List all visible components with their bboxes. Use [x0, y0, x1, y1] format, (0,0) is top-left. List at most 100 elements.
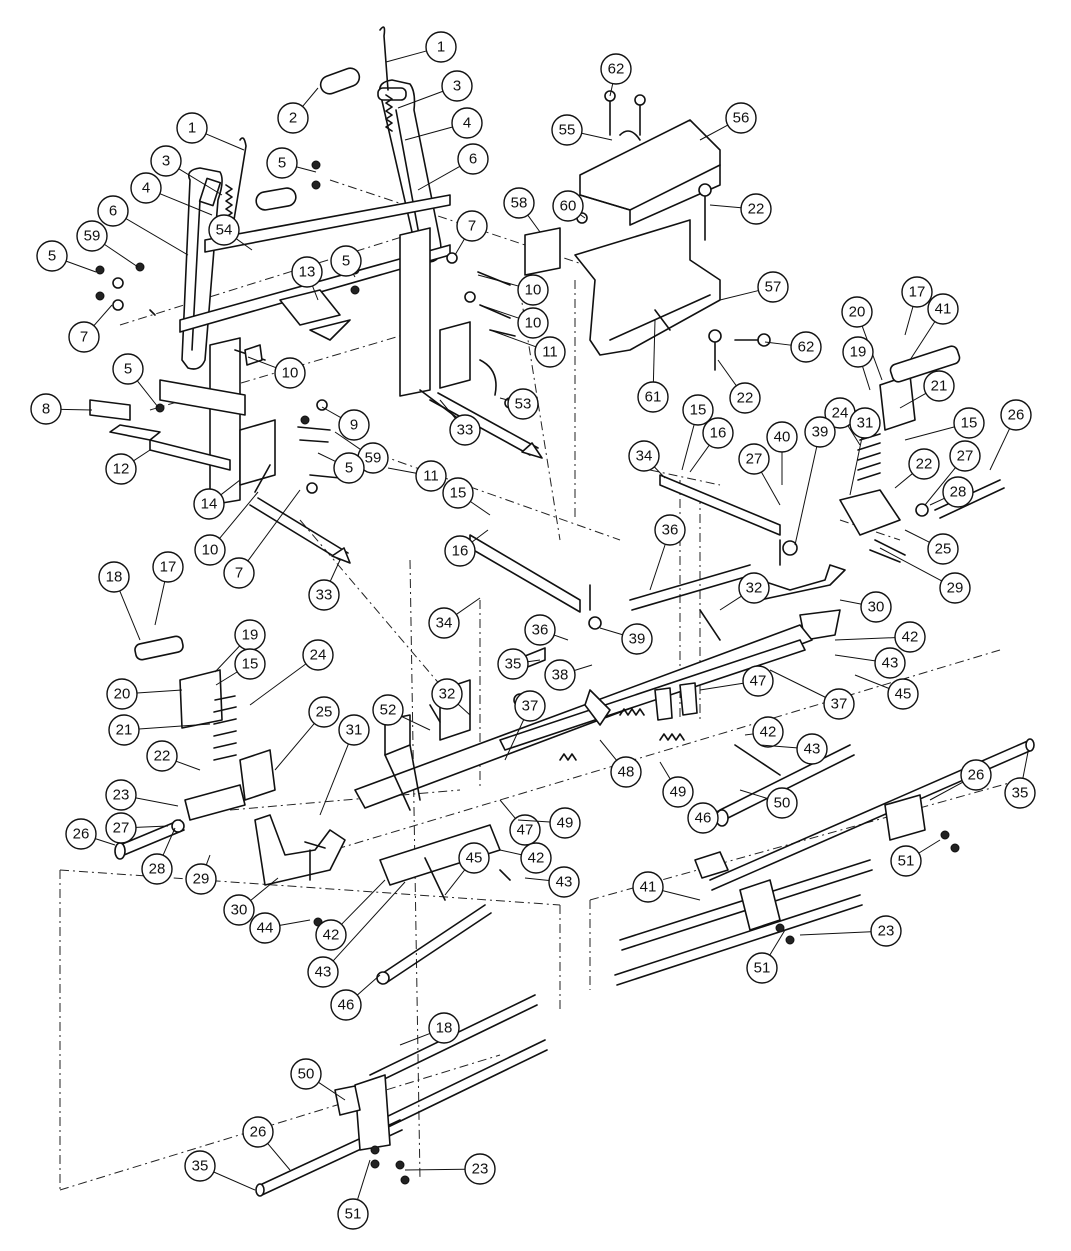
- callout-7: 7: [68, 304, 113, 353]
- callout-circle: [146, 740, 178, 772]
- callout-leader: [125, 218, 189, 256]
- pedal-assembly-right: [839, 345, 1005, 563]
- callout-number: 18: [436, 1020, 453, 1037]
- bracket-47: [584, 682, 698, 726]
- callout-circle: [291, 256, 323, 288]
- callout-55: 55: [551, 114, 613, 146]
- callout-circle: [112, 353, 144, 385]
- callout-34: 34: [428, 597, 481, 639]
- callout-circle: [277, 102, 309, 134]
- callout-number: 20: [849, 304, 866, 321]
- callout-number: 49: [670, 784, 687, 801]
- callout-circle: [65, 818, 97, 850]
- callout-number: 49: [557, 815, 574, 832]
- callout-circle: [184, 1150, 216, 1182]
- callout-42: 42: [744, 716, 784, 748]
- main-crossbar: [354, 624, 813, 886]
- callout-16: 16: [689, 417, 734, 473]
- callout-leader: [332, 881, 406, 962]
- bar-34-lower: [469, 534, 581, 613]
- callout-leader: [135, 797, 179, 807]
- callout-leader: [401, 715, 431, 731]
- callout-leader: [904, 306, 914, 336]
- callout-number: 11: [423, 468, 439, 485]
- callout-leader: [904, 426, 955, 441]
- callout-number: 21: [931, 378, 948, 395]
- callout-circle: [960, 759, 992, 791]
- callout-43: 43: [759, 733, 828, 765]
- callout-31: 31: [319, 714, 370, 816]
- callout-circle: [266, 147, 298, 179]
- callout-43: 43: [307, 881, 406, 988]
- callout-30: 30: [223, 877, 279, 926]
- callout-leader: [215, 671, 238, 686]
- callout-leader: [397, 90, 444, 109]
- callout-circle: [894, 621, 926, 653]
- callout-circle: [249, 912, 281, 944]
- callout-leader: [759, 744, 798, 749]
- callout-leader: [649, 544, 666, 591]
- callout-number: 42: [902, 629, 919, 646]
- callout-circle: [890, 845, 922, 877]
- callout-15: 15: [215, 648, 266, 686]
- callout-leader: [136, 689, 183, 694]
- callout-number: 26: [1008, 407, 1025, 424]
- callout-number: 3: [453, 78, 461, 95]
- callout-leader: [918, 839, 941, 854]
- callout-10: 10: [194, 491, 259, 566]
- callout-leader: [213, 1171, 256, 1191]
- callout-leader: [1022, 751, 1029, 779]
- callout-leader: [247, 489, 301, 562]
- callout-number: 5: [124, 361, 132, 378]
- callout-leader: [250, 877, 279, 901]
- callout-number: 43: [804, 741, 821, 758]
- callout-circle: [942, 476, 974, 508]
- callout-number: 22: [916, 456, 933, 473]
- shaft-36: [629, 564, 753, 611]
- callout-number: 22: [737, 390, 754, 407]
- callout-circle: [870, 915, 902, 947]
- callout-leader: [357, 1159, 371, 1200]
- callout-number: 47: [750, 673, 767, 690]
- callout-leader: [470, 501, 491, 516]
- callout-circle: [738, 572, 770, 604]
- callout-circle: [98, 561, 130, 593]
- callout-number: 31: [346, 722, 363, 739]
- callout-leader: [404, 126, 453, 141]
- callout-leader: [581, 132, 613, 141]
- callout-31: 31: [849, 407, 881, 496]
- callout-circle: [425, 31, 457, 63]
- callout-leader: [699, 682, 744, 691]
- callout-53: 53: [499, 388, 539, 420]
- callout-circle: [150, 145, 182, 177]
- callout-number: 36: [532, 622, 549, 639]
- callout-circle: [105, 812, 137, 844]
- callout-leader: [847, 425, 861, 446]
- callout-leader: [681, 424, 695, 471]
- callout-leader: [329, 559, 341, 582]
- callout-leader: [356, 974, 381, 996]
- callout-circle: [551, 114, 583, 146]
- pedal-assembly-left: [114, 309, 276, 860]
- callout-36: 36: [649, 514, 686, 591]
- callout-number: 37: [831, 696, 848, 713]
- callout-59: 59: [76, 220, 139, 268]
- callout-46: 46: [687, 802, 721, 834]
- callout-leader: [652, 319, 656, 383]
- callout-leader: [471, 529, 489, 543]
- callout-number: 15: [690, 402, 707, 419]
- callout-circle: [141, 853, 173, 885]
- callout-circle: [234, 648, 266, 680]
- callout-21: 21: [899, 370, 955, 409]
- callout-leader: [527, 659, 541, 663]
- callout-leader: [553, 634, 569, 641]
- callout-44: 44: [249, 912, 311, 944]
- callout-circle: [30, 393, 62, 425]
- callout-number: 32: [746, 580, 763, 597]
- callout-number: 50: [298, 1066, 315, 1083]
- callout-26: 26: [989, 399, 1032, 471]
- callout-26: 26: [929, 759, 992, 801]
- callout-28: 28: [929, 476, 974, 508]
- callout-20: 20: [106, 678, 183, 710]
